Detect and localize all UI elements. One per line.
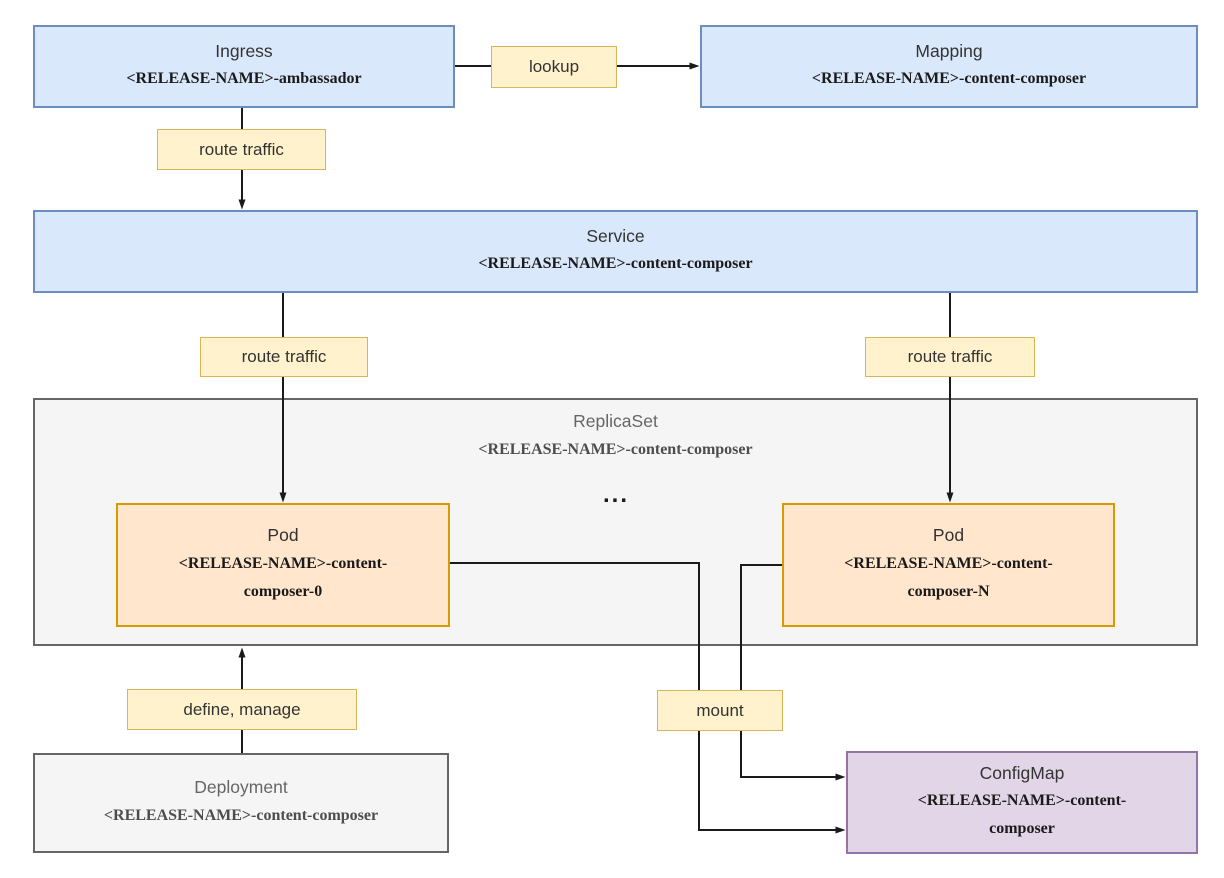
node-mapping: Mapping <RELEASE-NAME>-content-composer	[700, 25, 1198, 108]
podN-title: Pod	[932, 525, 965, 546]
node-pod-n: Pod <RELEASE-NAME>-content-composer-N	[782, 503, 1115, 627]
deployment-title: Deployment	[194, 777, 288, 798]
configmap-subtitle: <RELEASE-NAME>-content-composer	[917, 792, 1127, 838]
edge-label-route-traffic-pod0: route traffic	[200, 337, 368, 377]
edge-label-define-manage: define, manage	[127, 689, 357, 730]
edge-label-route-traffic-podn: route traffic	[865, 337, 1035, 377]
arrow-podN-to-configmap	[740, 564, 846, 781]
edge-label-route-traffic-ingress: route traffic	[157, 129, 326, 170]
replicaset-subtitle: <RELEASE-NAME>-content-composer	[478, 440, 753, 458]
mapping-title: Mapping	[915, 40, 983, 61]
pod0-subtitle: <RELEASE-NAME>-content-composer-0	[178, 554, 388, 600]
podN-subtitle: <RELEASE-NAME>-content-composer-N	[844, 554, 1053, 600]
ingress-subtitle: <RELEASE-NAME>-ambassador	[126, 70, 362, 88]
node-pod-0: Pod <RELEASE-NAME>-content-composer-0	[116, 503, 450, 627]
pods-ellipsis: ...	[602, 481, 629, 508]
node-configmap: ConfigMap <RELEASE-NAME>-content-compose…	[846, 751, 1198, 854]
service-subtitle: <RELEASE-NAME>-content-composer	[478, 255, 753, 273]
node-deployment: Deployment <RELEASE-NAME>-content-compos…	[33, 753, 449, 853]
configmap-title: ConfigMap	[979, 762, 1065, 783]
deployment-subtitle: <RELEASE-NAME>-content-composer	[103, 806, 379, 824]
service-title: Service	[586, 225, 645, 246]
node-service: Service <RELEASE-NAME>-content-composer	[33, 210, 1198, 293]
node-ingress: Ingress <RELEASE-NAME>-ambassador	[33, 25, 455, 108]
edge-label-mount: mount	[657, 690, 783, 731]
ingress-title: Ingress	[215, 40, 273, 61]
edge-label-lookup: lookup	[491, 46, 617, 88]
replicaset-title: ReplicaSet	[573, 411, 658, 431]
mapping-subtitle: <RELEASE-NAME>-content-composer	[811, 70, 1087, 88]
pod0-title: Pod	[267, 525, 299, 546]
